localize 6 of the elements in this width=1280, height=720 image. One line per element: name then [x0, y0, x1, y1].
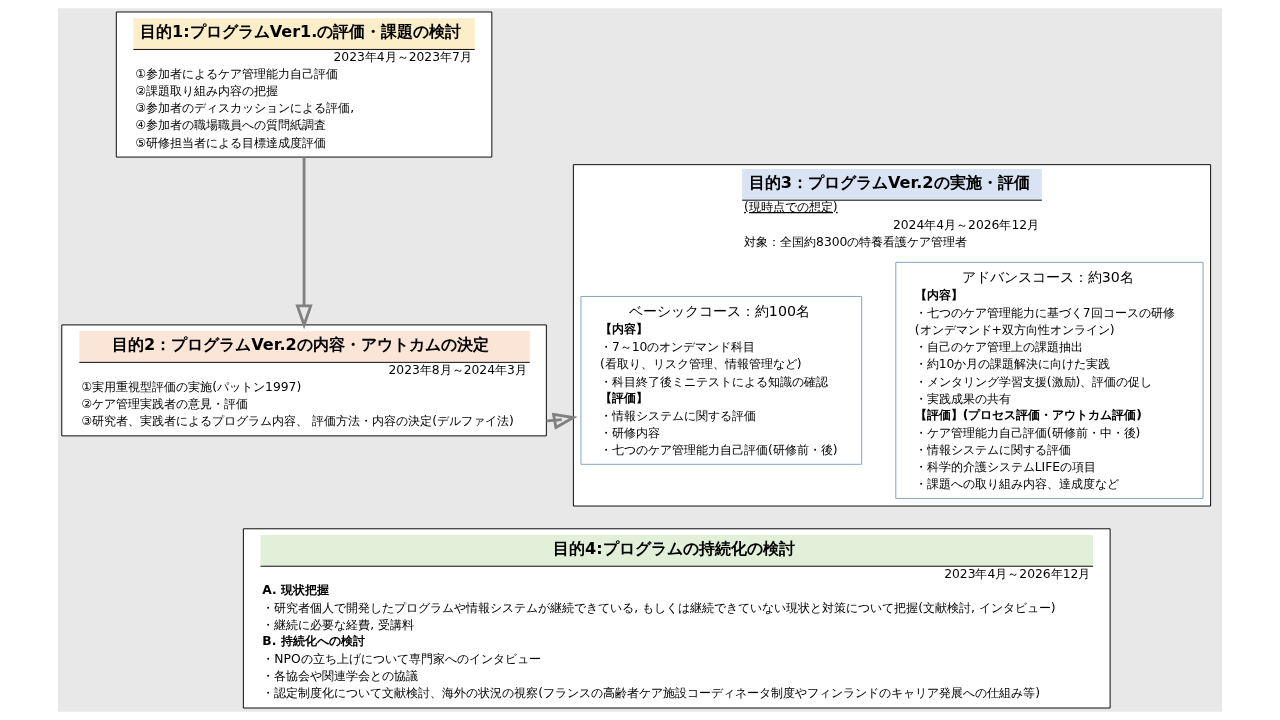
node-box: アドバンスコース：約30名 【内容】 ・七つのケア管理能力に基づく7回コースの研修 (オンデマンド+双方向性オンライン) ・自己のケア管理上の課題抽出 ・約10か月の課題解決に向けた実践 ・メンタリング学習支援(激励)、評価の促し ・実践成果の共有 【評価】(プロセス評価・アウトカム評価) ・ケア管理能力自己評価(研修前・中・後) ・情報システムに関する評価 ・科学的介護システムLIFEの項目 ・課題への取り組み内容、達成度など — [895, 261, 1204, 499]
node-box: ベーシックコース：約100名 【内容】 ・7～10のオンデマンド科目 (看取り、リスク管理、情報管理など) ・科目終了後ミニテストによる知識の確認 【評価】 ・情報システムに関する評価 ・研修内容 ・七つのケア管理能力自己評価(研修前・後) — [580, 296, 863, 465]
arrow — [295, 157, 313, 330]
node-box: 目的4:プログラムの持続化の検討 2023年4月～2026年12月 A. 現状把握 ・研究者個人で開発したプログラムや情報システムが継続できている, もしくは継続できていない現状と対策について把握(文献検討, インタビュー) ・継続に必要な経費, 受講料 B. 持続化への検討 ・NPOの立ち上げについて専門家へのインタビュー ・各協会や関連学会との協議 ・認定制度化について文献検討、海外の状況の視察(フランスの高齢者ケア施設コーディネータ制度やフィンランドのキャリア発展への仕組み等) — [242, 528, 1111, 709]
node-box: 目的2：プログラムVer.2の内容・アウトカムの決定 2023年8月～2024年3月 ①実用重視型評価の実施(パットン1997) ②ケア管理実践者の意見・評価 ③研究者、実践者によるプログラム内容、 評価方法・内容の決定(デルファイ法) — [61, 324, 547, 437]
node-box: 目的1:プログラムVer1.の評価・課題の検討 2023年4月～2023年7月 ①参加者によるケア管理能力自己評価 ②課題取り組み内容の把握 ③参加者のディスカッションによる評価, ④参加者の職場職員への質問紙調査 ⑤研修担当者による目標達成度評価 — [115, 11, 493, 158]
